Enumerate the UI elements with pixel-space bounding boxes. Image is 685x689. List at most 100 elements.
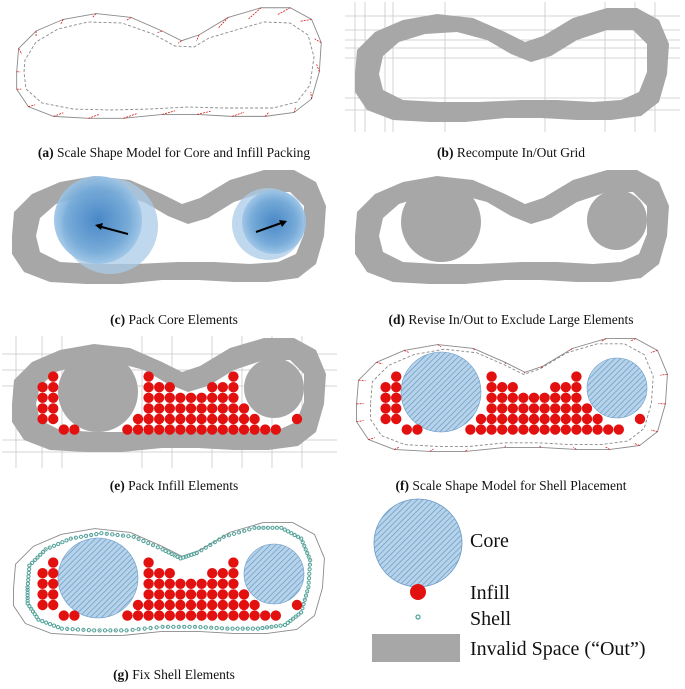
f-infill-50 bbox=[412, 424, 423, 435]
e-infill-34 bbox=[37, 413, 48, 425]
g-shell-119 bbox=[165, 624, 171, 629]
g-shell-24 bbox=[99, 531, 104, 536]
g-infill-11 bbox=[37, 578, 48, 589]
g-infill-32 bbox=[228, 589, 239, 600]
g-shell-140 bbox=[51, 623, 57, 628]
e-infill-65 bbox=[270, 424, 281, 435]
g-shell-4 bbox=[26, 570, 31, 575]
g-infill-20 bbox=[217, 578, 228, 589]
g-shell-120 bbox=[160, 624, 165, 629]
f-infill-0 bbox=[391, 371, 402, 382]
d-excluded-right bbox=[587, 190, 647, 250]
g-infill-14 bbox=[154, 578, 165, 589]
g-infill-2 bbox=[228, 557, 239, 568]
e-infill-10 bbox=[228, 382, 239, 393]
g-shell-77 bbox=[306, 554, 311, 559]
g-infill-43 bbox=[207, 599, 218, 611]
f-infill-46 bbox=[581, 413, 593, 425]
e-infill-7 bbox=[164, 382, 175, 393]
f-scale-vector-5 bbox=[473, 348, 476, 351]
a-scale-vector-23 bbox=[53, 112, 64, 117]
f-infill-20 bbox=[560, 392, 571, 403]
d-out-band bbox=[355, 170, 669, 284]
g-infill-23 bbox=[48, 589, 59, 600]
f-infill-58 bbox=[539, 424, 550, 435]
g-shell-90 bbox=[299, 610, 304, 615]
e-infill-38 bbox=[154, 413, 165, 425]
g-infill-58 bbox=[196, 610, 207, 621]
e-infill-29 bbox=[196, 403, 207, 414]
g-infill-44 bbox=[217, 599, 228, 611]
f-infill-11 bbox=[380, 392, 391, 403]
e-infill-56 bbox=[175, 424, 186, 435]
f-infill-1 bbox=[486, 371, 497, 382]
d-excluded-left bbox=[401, 182, 481, 262]
e-infill-63 bbox=[249, 424, 260, 435]
f-infill-59 bbox=[550, 424, 561, 435]
g-infill-50 bbox=[69, 610, 80, 621]
f-infill-56 bbox=[518, 424, 529, 435]
f-infill-63 bbox=[592, 424, 603, 435]
f-infill-26 bbox=[507, 403, 518, 414]
g-shell-70 bbox=[292, 532, 297, 538]
f-infill-29 bbox=[539, 403, 550, 414]
g-shell-87 bbox=[302, 597, 307, 602]
e-infill-54 bbox=[154, 424, 165, 435]
g-infill-6 bbox=[154, 568, 165, 579]
g-infill-56 bbox=[175, 610, 186, 621]
a-scale-vector-8 bbox=[196, 34, 200, 42]
f-infill-35 bbox=[391, 413, 402, 425]
panel-d-revised-inout bbox=[355, 170, 669, 284]
e-infill-44 bbox=[217, 413, 228, 425]
g-shell-2 bbox=[26, 577, 31, 583]
e-infill-57 bbox=[185, 424, 197, 435]
e-infill-53 bbox=[143, 424, 154, 435]
g-shell-28 bbox=[120, 533, 126, 538]
g-shell-113 bbox=[198, 625, 203, 630]
g-infill-16 bbox=[175, 578, 186, 589]
g-shell-14 bbox=[51, 543, 57, 548]
e-infill-24 bbox=[143, 403, 154, 414]
f-infill-54 bbox=[497, 424, 508, 435]
g-infill-17 bbox=[185, 578, 197, 589]
f-scale-vector-19 bbox=[539, 444, 542, 448]
e-infill-48 bbox=[291, 413, 303, 425]
a-scale-vector-4 bbox=[91, 13, 97, 19]
g-infill-8 bbox=[207, 568, 218, 579]
g-shell-126 bbox=[124, 628, 129, 633]
f-infill-43 bbox=[550, 413, 561, 425]
f-scale-vector-2 bbox=[376, 361, 383, 365]
f-infill-12 bbox=[391, 392, 402, 403]
f-scale-vector-18 bbox=[573, 446, 577, 450]
g-shell-27 bbox=[115, 532, 120, 538]
g-shell-116 bbox=[182, 624, 187, 629]
g-shell-155 bbox=[25, 587, 30, 593]
g-shell-96 bbox=[282, 622, 288, 628]
g-shell-78 bbox=[308, 558, 313, 563]
f-scale-vector-17 bbox=[605, 446, 611, 450]
e-infill-49 bbox=[58, 424, 69, 435]
f-infill-4 bbox=[391, 382, 402, 393]
g-shell-56 bbox=[231, 531, 237, 536]
g-infill-55 bbox=[164, 610, 175, 621]
g-shell-6 bbox=[27, 563, 32, 568]
f-scale-vector-1 bbox=[358, 379, 366, 382]
f-infill-13 bbox=[486, 392, 497, 403]
legend-core-label: Core bbox=[470, 530, 509, 552]
e-infill-36 bbox=[132, 413, 144, 425]
g-infill-25 bbox=[154, 589, 165, 600]
f-infill-32 bbox=[571, 403, 582, 414]
panel-e-pack-infill bbox=[2, 336, 337, 468]
g-shell-8 bbox=[32, 558, 37, 563]
a-scale-vector-1 bbox=[18, 48, 23, 55]
b-out-band bbox=[355, 8, 669, 122]
a-scale-vector-22 bbox=[88, 113, 100, 119]
g-shell-134 bbox=[81, 627, 86, 632]
f-infill-2 bbox=[571, 371, 582, 382]
g-shell-72 bbox=[299, 536, 304, 541]
g-infill-5 bbox=[143, 568, 154, 579]
panel-f-shell-scale bbox=[356, 338, 668, 452]
e-infill-27 bbox=[175, 403, 186, 414]
g-shell-20 bbox=[78, 534, 84, 539]
f-infill-21 bbox=[571, 392, 582, 403]
